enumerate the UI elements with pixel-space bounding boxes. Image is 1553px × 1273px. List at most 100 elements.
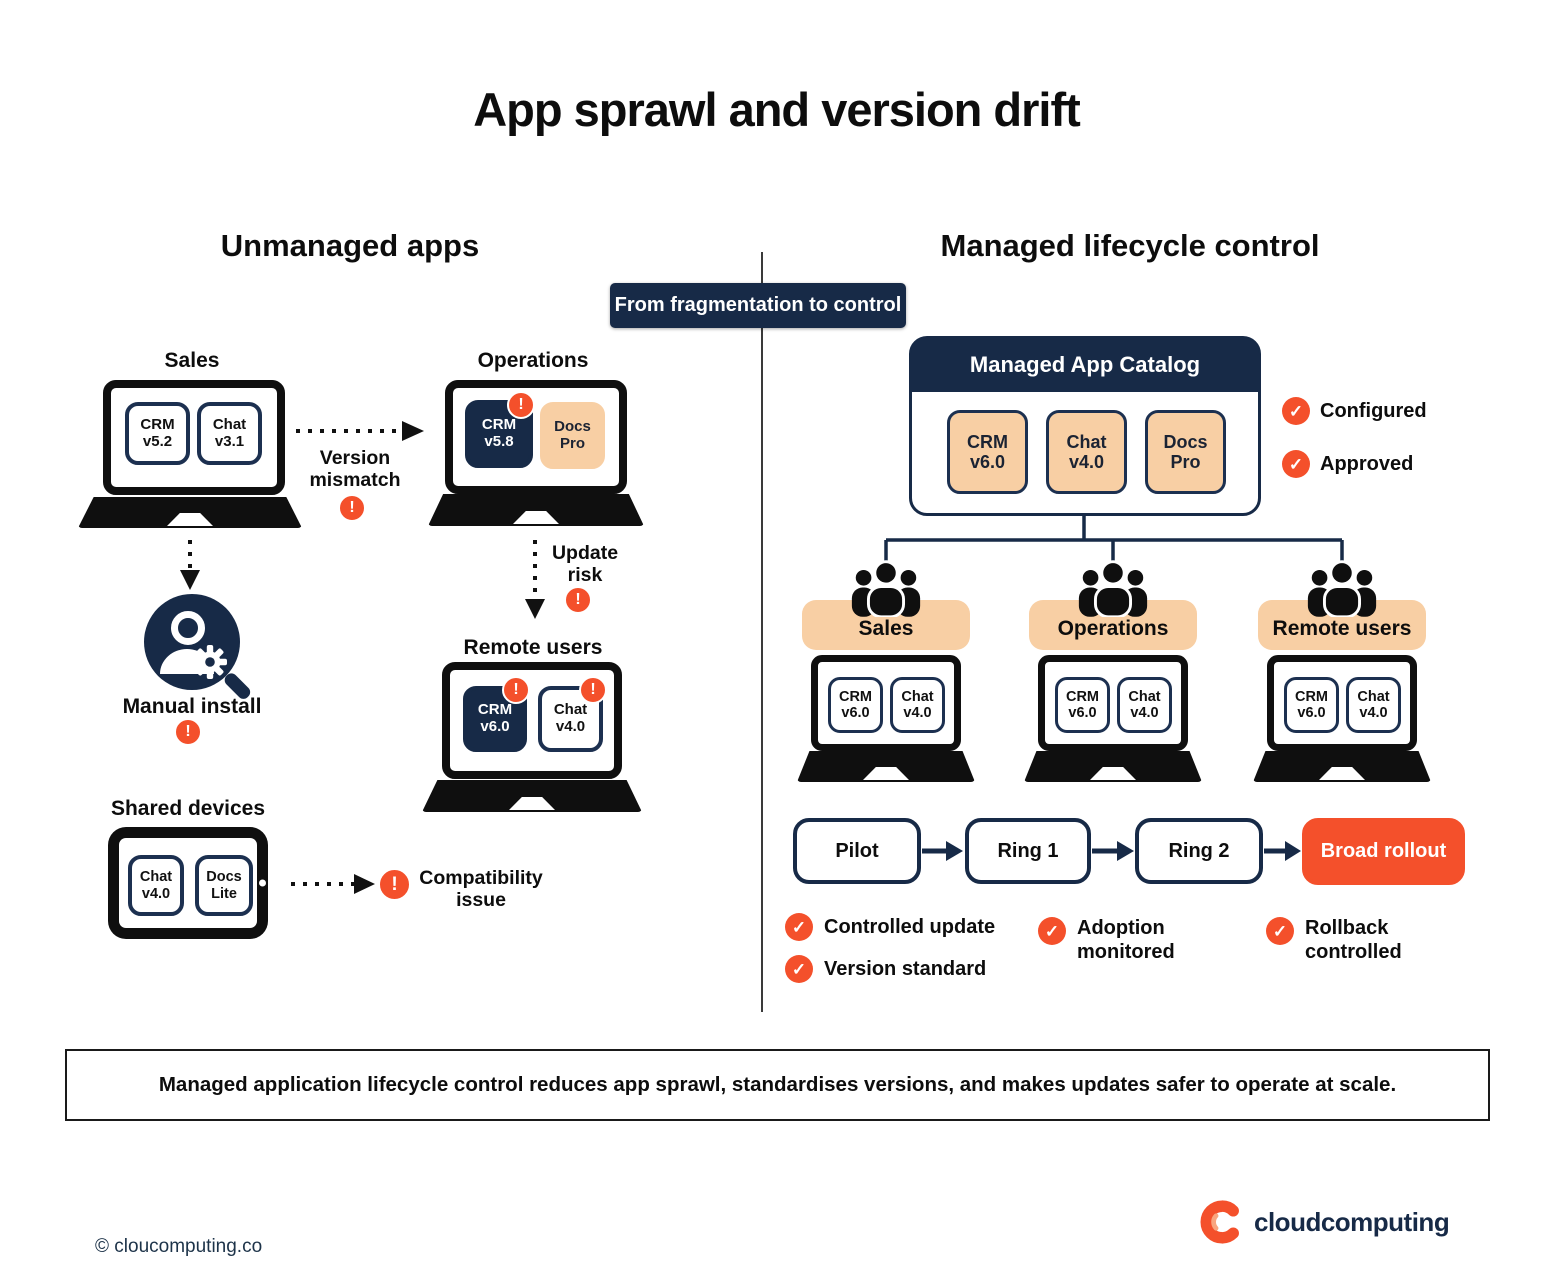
- catalog-tree-connectors: [884, 516, 1344, 564]
- laptop-base: [1024, 751, 1202, 782]
- pipeline-stage-ring2: Ring 2: [1135, 818, 1263, 884]
- compatibility-label: Compatibility issue: [419, 867, 543, 911]
- version-mismatch-label: Version mismatch: [309, 447, 401, 491]
- laptop-base: [78, 497, 302, 528]
- catalog-title: Managed App Catalog: [911, 338, 1259, 392]
- app-version: v4.0: [555, 718, 586, 735]
- app-tile-crm: CRM v6.0: [828, 677, 883, 733]
- laptop-notch: [1090, 767, 1136, 780]
- arrowhead-icon: [525, 599, 545, 619]
- app-version: v5.2: [142, 432, 173, 450]
- app-name: Chat: [553, 701, 588, 719]
- laptop-notch: [1319, 767, 1365, 780]
- check-icon: ✓: [785, 955, 813, 983]
- app-version: v6.0: [480, 718, 510, 735]
- operations-device-label: Operations: [477, 349, 589, 372]
- app-tile-chat: Chat v4.0: [1346, 677, 1401, 733]
- app-version: Pro: [1170, 452, 1201, 472]
- brand-name: cloudcomputing: [1254, 1207, 1450, 1237]
- laptop-notch: [509, 797, 555, 810]
- laptop-notch: [863, 767, 909, 780]
- app-version: v4.0: [141, 885, 171, 902]
- alert-icon: !: [564, 586, 592, 614]
- check-icon: ✓: [785, 913, 813, 941]
- app-version: v6.0: [1068, 705, 1097, 721]
- app-tile-crm: CRM v6.0: [1055, 677, 1110, 733]
- app-tile-chat: Chat v4.0: [1046, 410, 1127, 494]
- app-tile-docs: Docs Pro: [1145, 410, 1226, 494]
- app-tile-chat: Chat v4.0: [1117, 677, 1172, 733]
- alert-icon: !: [174, 718, 202, 746]
- check-icon: ✓: [1266, 917, 1294, 945]
- laptop-base: [422, 780, 642, 812]
- laptop-screen: [445, 380, 627, 494]
- app-name: Chat: [901, 688, 934, 705]
- update-risk-label: Update risk: [551, 542, 619, 586]
- app-version: v4.0: [1068, 452, 1105, 472]
- brand-c-icon: [1200, 1200, 1239, 1244]
- copyright-text: © cloucomputing.co: [95, 1236, 263, 1257]
- alert-icon: !: [378, 868, 411, 901]
- summary-caption-text: Managed application lifecycle control re…: [158, 1073, 1397, 1096]
- app-name: CRM: [967, 431, 1008, 452]
- approved-label: Approved: [1320, 453, 1414, 475]
- app-tile-chat: Chat v4.0: [128, 855, 184, 916]
- check-icon: ✓: [1038, 917, 1066, 945]
- manual-install-icon: [144, 594, 251, 699]
- transition-badge: From fragmentation to control: [610, 283, 906, 328]
- app-version: v4.0: [1359, 705, 1388, 721]
- arrowhead-icon: [180, 570, 200, 590]
- team-icon: [1078, 560, 1148, 617]
- laptop-notch: [513, 511, 559, 524]
- app-name: Docs: [554, 417, 591, 435]
- alert-icon: !: [507, 391, 535, 419]
- app-version: v4.0: [903, 705, 932, 721]
- app-name: CRM: [1294, 688, 1329, 705]
- tablet-camera-dot: [259, 879, 266, 887]
- app-name: Docs: [1163, 431, 1208, 452]
- app-tile-chat: Chat v3.1: [197, 402, 262, 465]
- app-tile-crm: CRM v5.2: [125, 402, 190, 465]
- app-version: Pro: [559, 434, 585, 452]
- remote-device-label: Remote users: [463, 636, 603, 659]
- app-tile-chat: Chat v4.0: [538, 686, 603, 752]
- app-name: Chat: [139, 869, 173, 886]
- alert-icon: !: [579, 676, 607, 704]
- check-icon: ✓: [1282, 397, 1310, 425]
- shared-devices-label: Shared devices: [110, 797, 266, 820]
- app-name: CRM: [1065, 688, 1100, 705]
- app-name: Chat: [1357, 688, 1390, 705]
- arrowhead-icon: [402, 421, 424, 441]
- laptop-notch: [167, 513, 213, 526]
- pipeline-stage-broad-rollout: Broad rollout: [1302, 818, 1465, 885]
- app-name: Chat: [1066, 431, 1107, 452]
- app-name: CRM: [477, 701, 513, 719]
- alert-icon: !: [502, 676, 530, 704]
- left-section-heading: Unmanaged apps: [220, 228, 480, 263]
- pipeline-stage-pilot: Pilot: [793, 818, 921, 884]
- app-name: CRM: [838, 688, 873, 705]
- app-version: v3.1: [214, 432, 245, 450]
- app-version: v6.0: [969, 452, 1006, 472]
- team-icon: [851, 560, 921, 617]
- app-name: CRM: [140, 415, 175, 433]
- laptop-base: [428, 494, 644, 526]
- app-name: CRM: [481, 416, 517, 434]
- pipeline-stage-ring1: Ring 1: [965, 818, 1091, 884]
- page-title: App sprawl and version drift: [473, 83, 1081, 136]
- app-tile-docs: Docs Lite: [195, 855, 253, 916]
- laptop-base: [797, 751, 975, 782]
- configured-label: Configured: [1320, 400, 1427, 422]
- app-tile-docs: Docs Pro: [540, 402, 605, 469]
- adoption-monitored-label: Adoption monitored: [1077, 917, 1175, 963]
- app-name: Chat: [1128, 688, 1161, 705]
- app-tile-crm: CRM v6.0: [947, 410, 1028, 494]
- version-standard-label: Version standard: [824, 958, 987, 980]
- rollback-controlled-label: Rollback controlled: [1305, 917, 1402, 963]
- arrowhead-icon: [354, 874, 375, 894]
- manual-install-label: Manual install: [122, 695, 262, 718]
- app-version: v6.0: [1297, 705, 1326, 721]
- app-version: v4.0: [1130, 705, 1159, 721]
- laptop-base: [1253, 751, 1431, 782]
